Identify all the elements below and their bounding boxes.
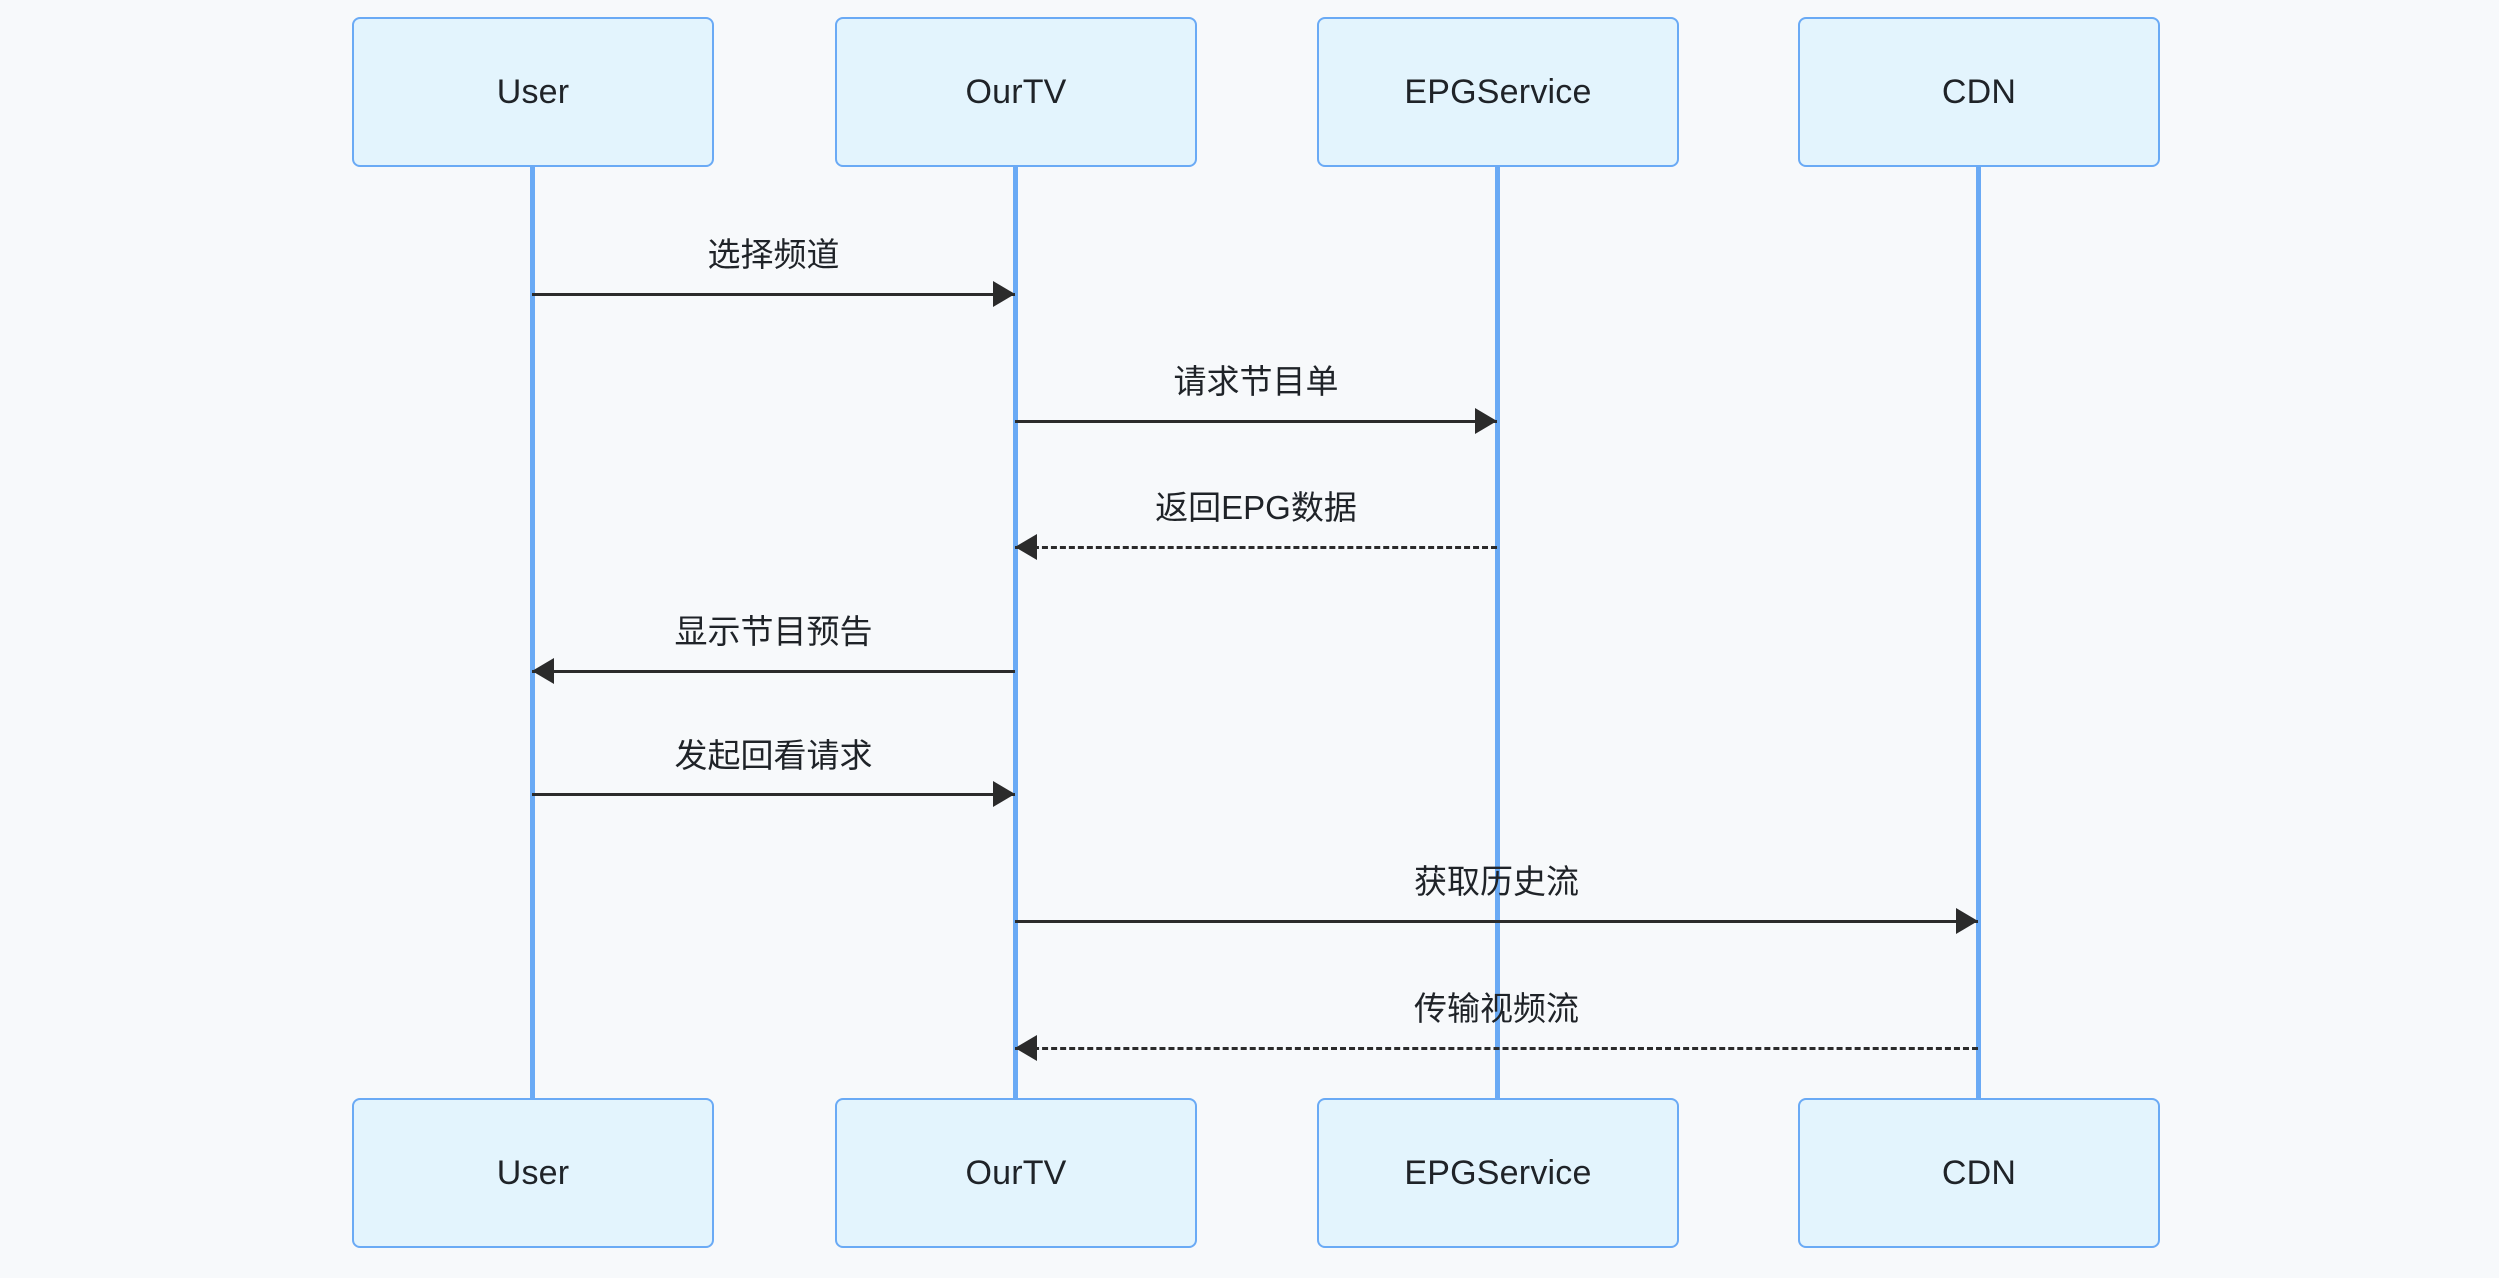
message-label-4: 显示节目预告	[674, 613, 873, 650]
participant-footer-epg[interactable]: EPGService	[1317, 1098, 1679, 1248]
message-line-3	[1015, 546, 1497, 549]
participant-header-label: CDN	[1941, 72, 2017, 111]
lifeline-epg	[1495, 167, 1500, 1098]
participant-header-cdn[interactable]: CDN	[1798, 17, 2160, 167]
message-line-7	[1015, 1047, 1978, 1050]
message-label-3: 返回EPG数据	[1155, 489, 1357, 526]
message-label-2: 请求节目单	[1173, 363, 1339, 400]
arrow-head-right-icon	[1475, 408, 1497, 434]
participant-header-label: OurTV	[965, 72, 1067, 111]
participant-header-label: User	[496, 72, 570, 111]
participant-header-label: EPGService	[1404, 72, 1592, 111]
participant-footer-label: CDN	[1941, 1153, 2017, 1192]
participant-footer-label: OurTV	[965, 1153, 1067, 1192]
participant-footer-ourtv[interactable]: OurTV	[835, 1098, 1197, 1248]
participant-footer-label: User	[496, 1153, 570, 1192]
lifeline-ourtv	[1013, 167, 1018, 1098]
message-line-2	[1015, 420, 1497, 423]
lifeline-user	[530, 167, 535, 1098]
participant-header-ourtv[interactable]: OurTV	[835, 17, 1197, 167]
message-label-1: 选择频道	[707, 236, 840, 273]
participant-header-epg[interactable]: EPGService	[1317, 17, 1679, 167]
arrow-head-left-icon	[532, 658, 554, 684]
arrow-head-right-icon	[993, 781, 1015, 807]
arrow-head-right-icon	[993, 281, 1015, 307]
arrow-head-right-icon	[1956, 908, 1978, 934]
lifeline-cdn	[1976, 167, 1981, 1098]
message-label-7: 传输视频流	[1414, 990, 1579, 1027]
message-line-4	[532, 670, 1015, 673]
message-line-5	[532, 793, 1015, 796]
message-line-1	[532, 293, 1015, 296]
participant-header-user[interactable]: User	[352, 17, 714, 167]
message-label-5: 发起回看请求	[674, 737, 873, 774]
participant-footer-user[interactable]: User	[352, 1098, 714, 1248]
arrow-head-left-icon	[1015, 534, 1037, 560]
participant-footer-label: EPGService	[1404, 1153, 1592, 1192]
message-label-6: 获取历史流	[1414, 863, 1579, 900]
arrow-head-left-icon	[1015, 1035, 1037, 1061]
participant-footer-cdn[interactable]: CDN	[1798, 1098, 2160, 1248]
message-line-6	[1015, 920, 1978, 923]
